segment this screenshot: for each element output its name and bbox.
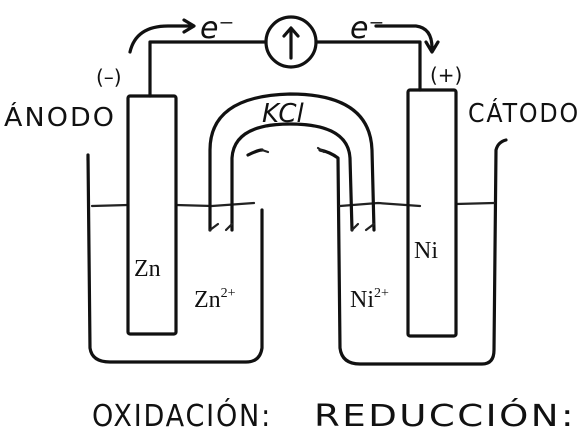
salt-bridge-outer [208,92,376,232]
anode-ion-base: Zn [194,287,221,313]
salt-bridge-inner-gap [260,146,326,154]
cathode-ion-charge: 2+ [374,286,389,301]
external-wire [148,40,422,98]
anode-sign: (–) [96,65,122,89]
salt-bridge-label: KCl [262,99,305,129]
anode-electrode [126,94,178,336]
salt-bridge-plug-right [350,222,376,232]
flow-arrow-icon [128,18,196,54]
reduction-label: REDUCCIÓN: [314,397,576,434]
cathode-ion-label: Ni2+ [350,286,389,313]
beaker-outline [86,138,508,366]
cathode-sign: (+) [430,63,462,87]
electron-label-left: e⁻ [200,11,234,46]
cathode-metal-label: Ni [414,238,438,264]
anode-ion-label: Zn2+ [194,286,236,313]
cathode-ion-base: Ni [350,287,374,313]
oxidation-label: OXIDACIÓN: [92,397,272,434]
anode-ion-charge: 2+ [221,286,236,301]
salt-bridge-plug-left [208,222,234,232]
electron-label-right: e⁻ [350,11,384,46]
salt-bridge-inner [230,122,354,232]
flow-arrow-icon [374,24,440,54]
anode-label: ÁNODO [4,101,116,133]
liquid-level [90,201,496,208]
anode-metal-label: Zn [134,256,161,282]
cathode-electrode [406,88,458,338]
cathode-label: CÁTODO [468,97,580,129]
galvanometer-icon [264,15,318,69]
